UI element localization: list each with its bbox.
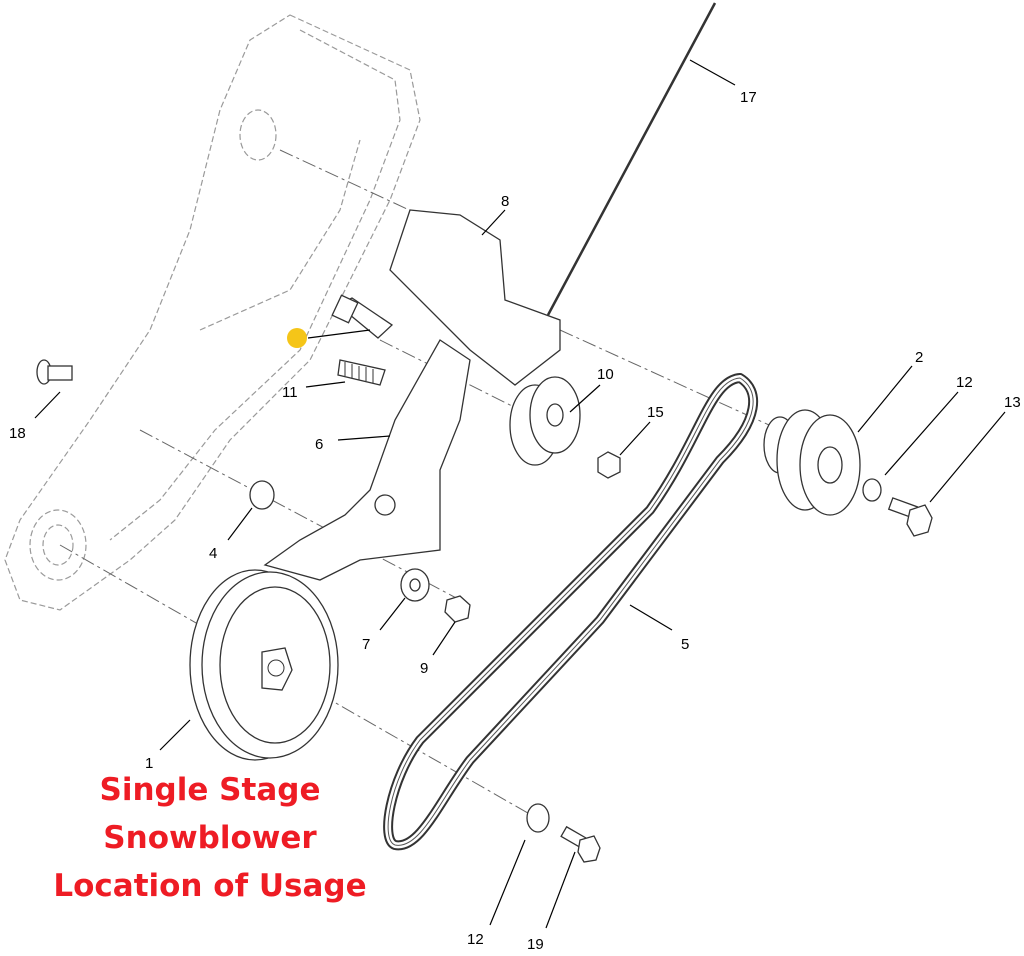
- washer-12-bottom: [526, 803, 550, 833]
- leader-lines: [34, 59, 1006, 929]
- pulley-2: [763, 409, 861, 516]
- callout-7: 7: [362, 636, 370, 653]
- callout-4: 4: [209, 545, 217, 562]
- callout-6: 6: [315, 436, 323, 453]
- callout-8: 8: [501, 193, 509, 210]
- bracket-8: [389, 209, 561, 386]
- idler-pulley-10: [509, 376, 581, 466]
- highlight-marker: [287, 328, 307, 348]
- callout-1: 1: [145, 755, 153, 772]
- drive-pulley-1: [189, 569, 339, 761]
- rivet-18: [36, 359, 73, 385]
- pivot-bolt: [331, 294, 394, 339]
- callout-9: 9: [420, 660, 428, 677]
- callout-15: 15: [647, 404, 664, 421]
- callout-17: 17: [740, 89, 757, 106]
- callout-5: 5: [681, 636, 689, 653]
- callout-18: 18: [9, 425, 26, 442]
- callout-2: 2: [915, 349, 923, 366]
- frame-outline: [4, 14, 421, 611]
- callout-10: 10: [597, 366, 614, 383]
- washer-12-top: [862, 478, 882, 502]
- usage-note-line3: Location of Usage: [53, 868, 367, 904]
- usage-note-line2: Snowblower: [103, 820, 317, 856]
- usage-note: Single Stage Snowblower Location of Usag…: [0, 766, 420, 910]
- bolt-19: [560, 825, 601, 863]
- callout-13: 13: [1004, 394, 1021, 411]
- bolt-13: [887, 497, 933, 537]
- washer-4: [249, 480, 275, 510]
- callout-12: 12: [956, 374, 973, 391]
- idler-arm-6: [263, 339, 471, 581]
- spring-11: [337, 359, 386, 386]
- usage-note-line1: Single Stage: [99, 772, 321, 808]
- nut-15: [597, 451, 621, 479]
- callout-12-bottom: 12: [467, 931, 484, 948]
- callout-19: 19: [527, 936, 544, 953]
- arm-hole: [374, 494, 396, 516]
- callout-11: 11: [282, 384, 298, 401]
- callout-labels: 17 8 2 12 13 10 15 11 6 18 4 7 9 5 1 12 …: [9, 89, 1021, 953]
- cable-rod: [546, 2, 717, 316]
- nut-9: [444, 595, 471, 623]
